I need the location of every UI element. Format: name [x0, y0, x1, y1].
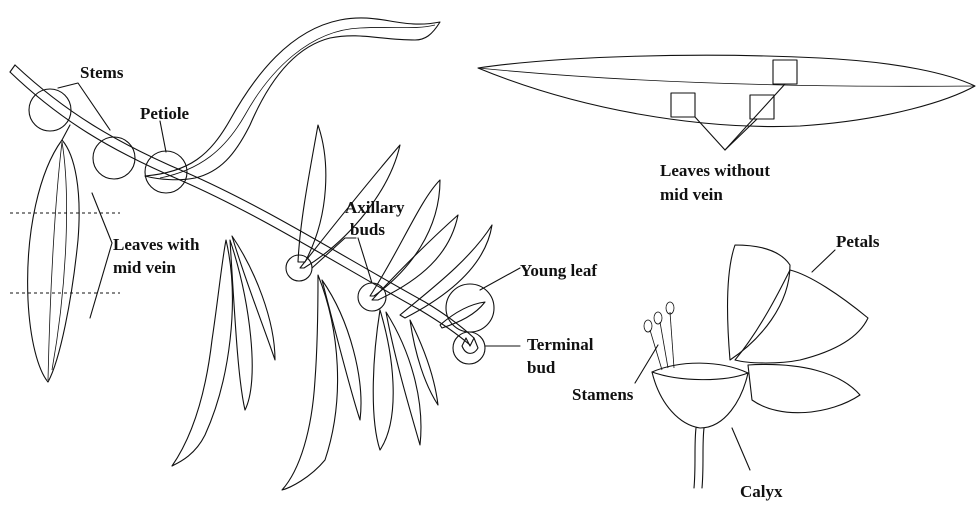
label-leaves-without-2: mid vein [660, 185, 723, 204]
label-petals: Petals [836, 232, 880, 251]
petiole-leaf [145, 18, 440, 180]
petal-upper-left [728, 245, 790, 360]
label-terminal-bud-2: bud [527, 358, 556, 377]
label-leaves-with-mid-vein-1: Leaves with [113, 235, 200, 254]
pointer-lines [58, 83, 520, 346]
terminal-bud-shape [462, 338, 478, 353]
label-leaves-without-1: Leaves without [660, 161, 770, 180]
labels: Stems Petiole Leaves with mid vein Axill… [80, 63, 880, 501]
branch-leaves [172, 125, 492, 490]
label-stems: Stems [80, 63, 124, 82]
label-axillary-2: buds [350, 220, 385, 239]
label-terminal-bud-1: Terminal [527, 335, 594, 354]
flower [635, 245, 868, 488]
petal-lower [748, 364, 860, 412]
label-petiole: Petiole [140, 104, 190, 123]
label-axillary-1: Axillary [345, 198, 405, 217]
label-calyx: Calyx [740, 482, 783, 501]
label-leaves-with-mid-vein-2: mid vein [113, 258, 176, 277]
leaf-without-mid-vein [478, 55, 975, 150]
petal-right [735, 270, 868, 363]
leaf-with-mid-vein [28, 125, 80, 382]
label-stamens: Stamens [572, 385, 634, 404]
calyx-cup [652, 363, 748, 428]
label-young-leaf: Young leaf [520, 261, 597, 280]
